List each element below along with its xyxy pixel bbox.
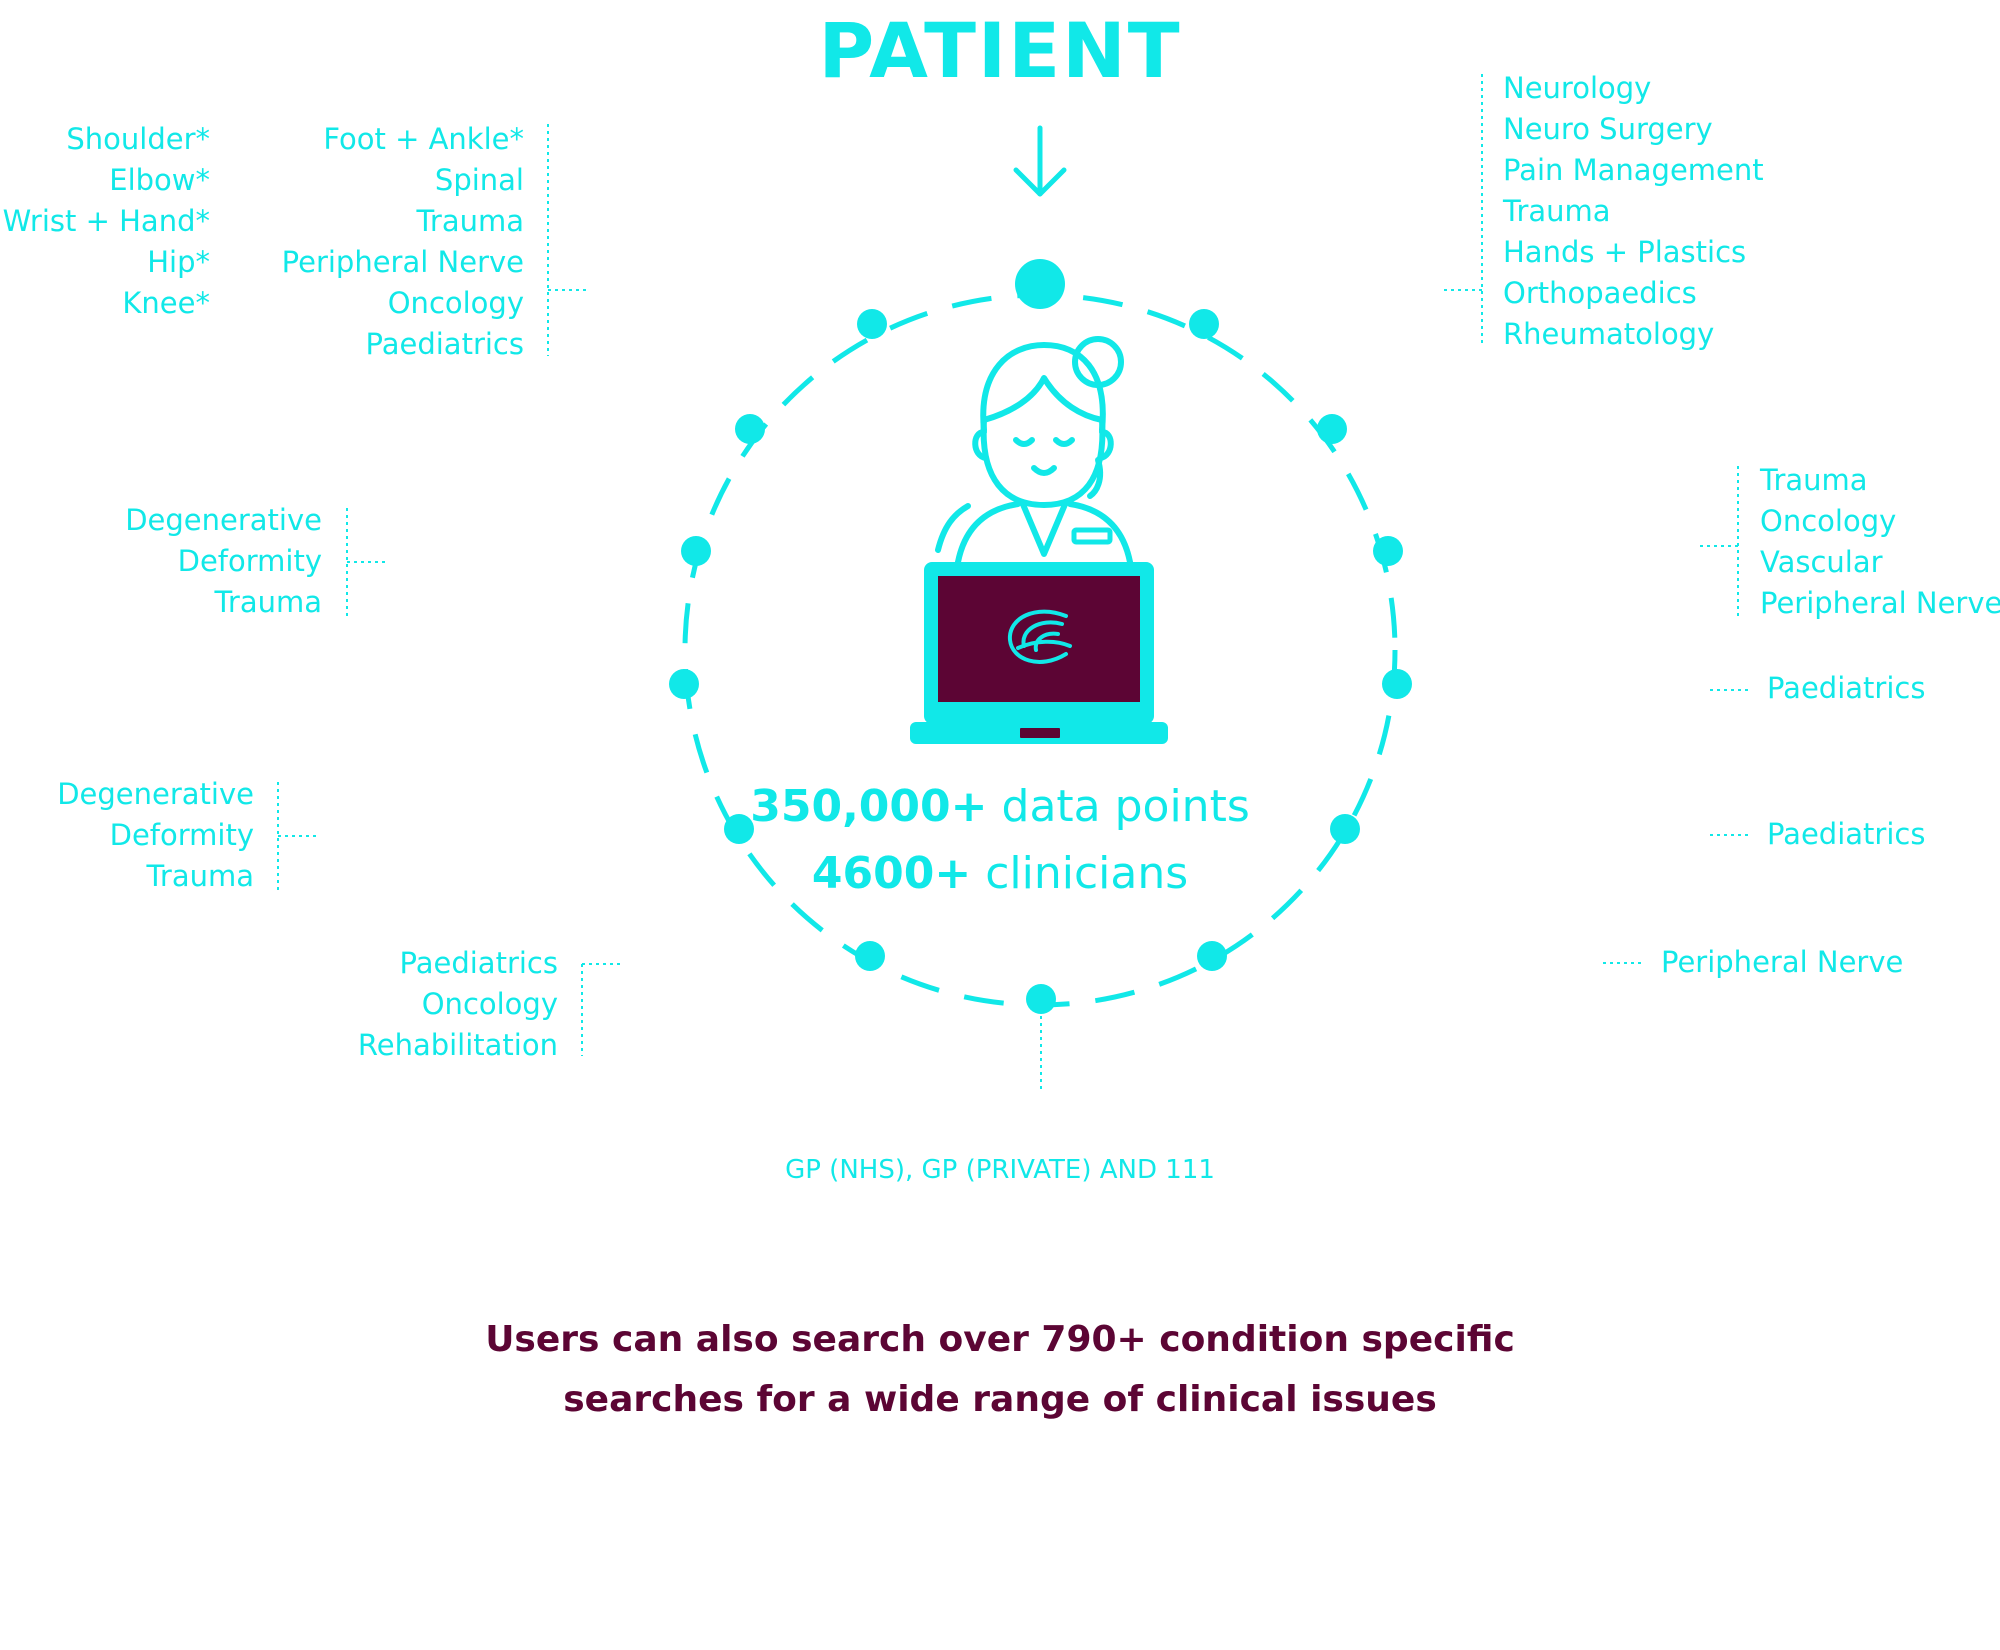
right-paediatrics-1: Paediatrics [1767,668,1925,709]
specialty-item: Trauma [146,859,254,893]
specialty-item: Degenerative [125,503,322,537]
specialty-item: Pain Management [1503,153,1764,187]
specialty-item: Peripheral Nerve [1760,586,2000,620]
ring-node-bottom [1026,984,1056,1014]
right-peripheral-nerve: Peripheral Nerve [1661,942,1903,983]
specialty-item: Hip* [147,245,210,279]
specialty-item: Rheumatology [1503,317,1715,351]
footer-line-1: Users can also search over 790+ conditio… [485,1319,1515,1360]
specialty-item: Shoulder* [66,122,210,156]
specialty-item: Paediatrics [1767,671,1926,705]
specialty-item: Trauma [1760,463,1868,497]
specialty-item: Oncology [421,987,558,1021]
specialty-item: Deformity [109,818,254,852]
specialty-item: Paediatrics [365,327,524,361]
specialty-item: Paediatrics [399,946,558,980]
ring-node [855,941,885,971]
gp-label: GP (NHS), GP (PRIVATE) AND 111 [785,1155,1215,1185]
specialty-item: Foot + Ankle* [323,122,524,156]
joint-list: Shoulder* Elbow* Wrist + Hand* Hip* Knee* [3,119,210,324]
brand-logo-icon [1007,609,1072,664]
specialty-item: Deformity [177,544,322,578]
specialty-item: Rehabilitation [357,1028,558,1062]
specialty-item: Spinal [434,163,524,197]
specialty-item: Trauma [416,204,524,238]
ring-node [1330,814,1360,844]
specialty-item: Oncology [1760,504,1897,538]
specialty-item: Neurology [1503,71,1652,105]
stat-points-label: data points [1001,781,1250,832]
ring-node-top [1015,259,1065,309]
specialty-item: Hands + Plastics [1503,235,1747,269]
specialty-item: Neuro Surgery [1503,112,1713,146]
stat-points-value: 350,000+ [750,781,988,832]
ring-nodes [669,259,1412,1014]
specialty-item: Elbow* [109,163,210,197]
ring-node [1317,414,1347,444]
ring-node [669,669,699,699]
page-title: PATIENT [818,6,1182,95]
stats-data-points: 350,000+ data points [0,773,2000,841]
footer-line-2: searches for a wide range of clinical is… [563,1379,1437,1420]
ring-node [1382,669,1412,699]
specialty-item: Peripheral Nerve [1661,945,1904,979]
specialty-item: Wrist + Hand* [2,204,210,238]
specialty-item: Trauma [1503,194,1611,228]
ring-node [681,536,711,566]
specialty-item: Trauma [214,585,322,619]
ring-node [1189,309,1219,339]
ring-node [857,309,887,339]
stats-clinicians: 4600+ clinicians [0,840,2000,908]
footer-note: Users can also search over 790+ conditio… [0,1310,2000,1430]
stat-clinicians-label: clinicians [985,848,1189,899]
ring-node [735,414,765,444]
specialty-item: Peripheral Nerve [281,245,524,279]
specialty-item: Oncology [387,286,524,320]
specialty-item: Degenerative [57,777,254,811]
right-paediatrics-2: Paediatrics [1767,814,1925,855]
ring-node [1197,941,1227,971]
stat-clinicians-value: 4600+ [811,848,972,899]
arrow-down-icon [1013,125,1067,197]
specialty-item: Knee* [122,286,210,320]
clinician-at-laptop-icon [910,336,1168,744]
specialty-item: Vascular [1760,545,1883,579]
specialty-item: Paediatrics [1767,817,1926,851]
specialty-item: Orthopaedics [1503,276,1697,310]
ring-node [1373,536,1403,566]
connectors [277,74,1750,1090]
ring-node [724,814,754,844]
